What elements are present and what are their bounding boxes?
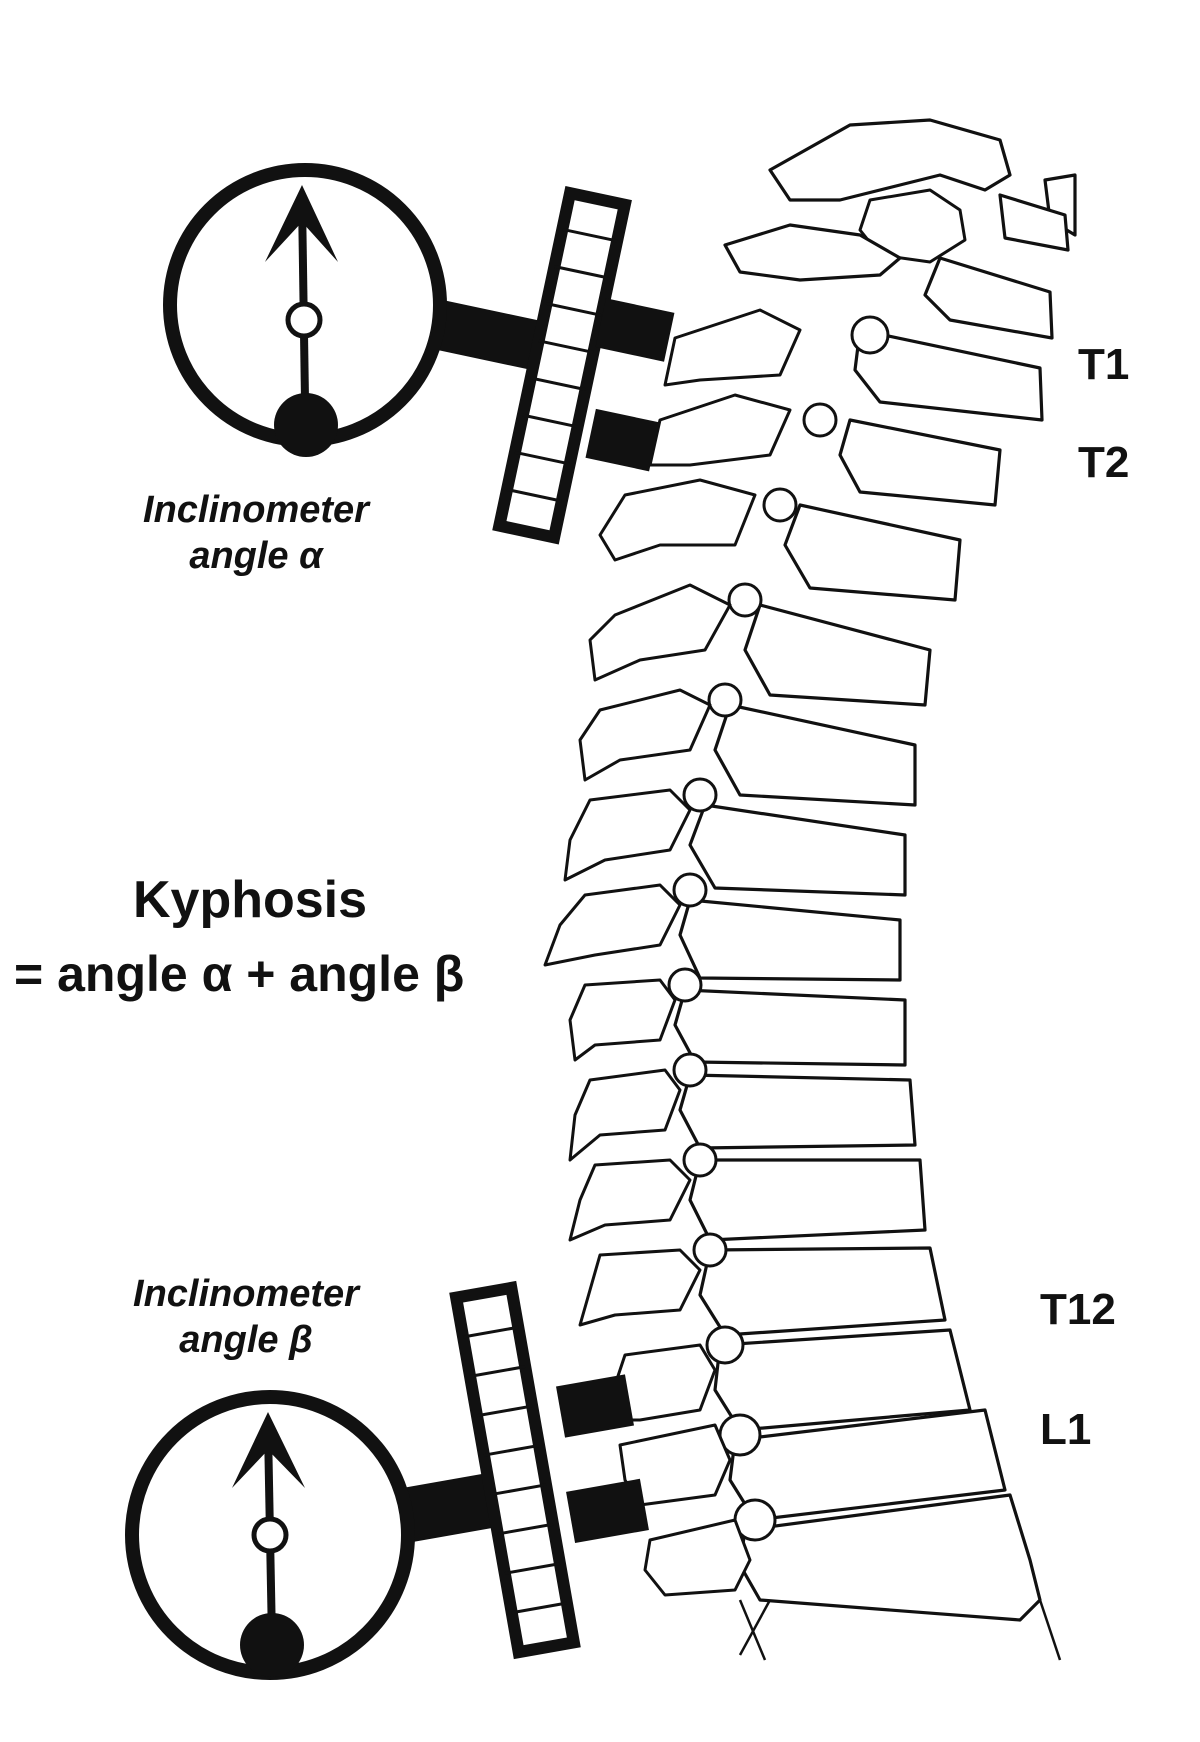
spine-base-line [1038,1599,1062,1661]
facet-joint [692,1232,728,1268]
label-l1: L1 [1040,1405,1092,1454]
needle-weight [240,1613,304,1677]
vertebra-t6-body [688,803,907,897]
vertebra-t8-body [673,988,907,1067]
inclinometer-beta-arm [396,1471,505,1544]
arrow-up-icon [265,185,338,262]
facet-joint [667,967,703,1003]
facet-joint [850,315,890,355]
spinous-process [643,1518,752,1597]
spinous-process [543,883,682,967]
spinous-process [578,688,712,782]
spinous-process [568,978,677,1062]
vertebra-t3-body [783,503,962,602]
vertebra-t1-body [853,328,1044,422]
label-t12: T12 [1040,1285,1116,1334]
inclinometer-beta-caption-line1: Inclinometer [133,1273,359,1315]
cervical-vertebra [723,223,902,282]
vertebra-t11-body [698,1246,947,1337]
inclinometer-beta-caption-line2: angle β [179,1318,313,1361]
facet-joint [682,1142,718,1178]
vertebra-t2-body [838,418,1002,507]
needle-pivot [285,301,323,339]
kyphosis-formula: = angle α + angle β [14,946,465,1002]
spinous-process [568,1068,682,1162]
spinous-process [588,583,732,682]
spinous-process [563,788,692,882]
inclinometer-alpha-needle [298,199,309,401]
vertebra-l1-body [728,1408,1007,1522]
spinous-process [598,478,757,562]
inclinometer-alpha-scale [492,185,632,545]
vertebra-t10-body [688,1158,927,1242]
spinous-process [568,1158,692,1242]
facet-joint [727,582,763,618]
inclinometer-alpha-caption-line1: Inclinometer [143,489,369,531]
needle-pivot [251,1516,289,1554]
cervical-vertebra [998,193,1070,252]
arrow-up-icon [232,1412,305,1488]
inclinometer-beta [125,1280,649,1680]
inclinometer-beta-caption: Inclinometer angle β [86,1272,406,1363]
inclinometer-beta-pad [556,1374,634,1438]
cervical-vertebra [923,256,1054,340]
cervical-process [858,188,967,264]
spinous-process [648,393,792,467]
inclinometer-alpha-pad [585,408,660,472]
inclinometer-alpha-caption: Inclinometer angle α [96,488,416,579]
facet-joint [682,777,718,813]
spinous-process [578,1248,702,1327]
vertebra-t4-body [743,603,932,707]
inclinometer-alpha-pad [595,298,675,362]
kyphosis-title: Kyphosis [132,871,368,929]
facet-joint [672,872,708,908]
cervical-vertebra [768,118,1012,202]
inclinometer-alpha [163,163,675,545]
inclinometer-alpha-arm [435,300,540,370]
vertebra-t12-body [713,1328,972,1432]
needle-weight [274,393,338,457]
spine-drawing [543,118,1077,1661]
facet-joint [705,1325,745,1365]
vertebra-t5-body [713,703,917,807]
label-t1: T1 [1078,340,1130,389]
spinous-process [663,308,802,387]
inclinometer-alpha-caption-line2: angle α [189,534,323,577]
label-t2: T2 [1078,438,1130,487]
inclinometer-beta-pad [566,1478,649,1544]
spinous-process [618,1423,732,1507]
spine-base-line [738,1599,772,1656]
facet-joint [762,487,798,523]
facet-joint [802,402,838,438]
vertebra-t9-body [678,1073,917,1150]
vertebra-t7-body [678,898,902,982]
facet-joint [707,682,743,718]
inclinometer-beta-scale [449,1280,581,1660]
facet-joint [672,1052,708,1088]
